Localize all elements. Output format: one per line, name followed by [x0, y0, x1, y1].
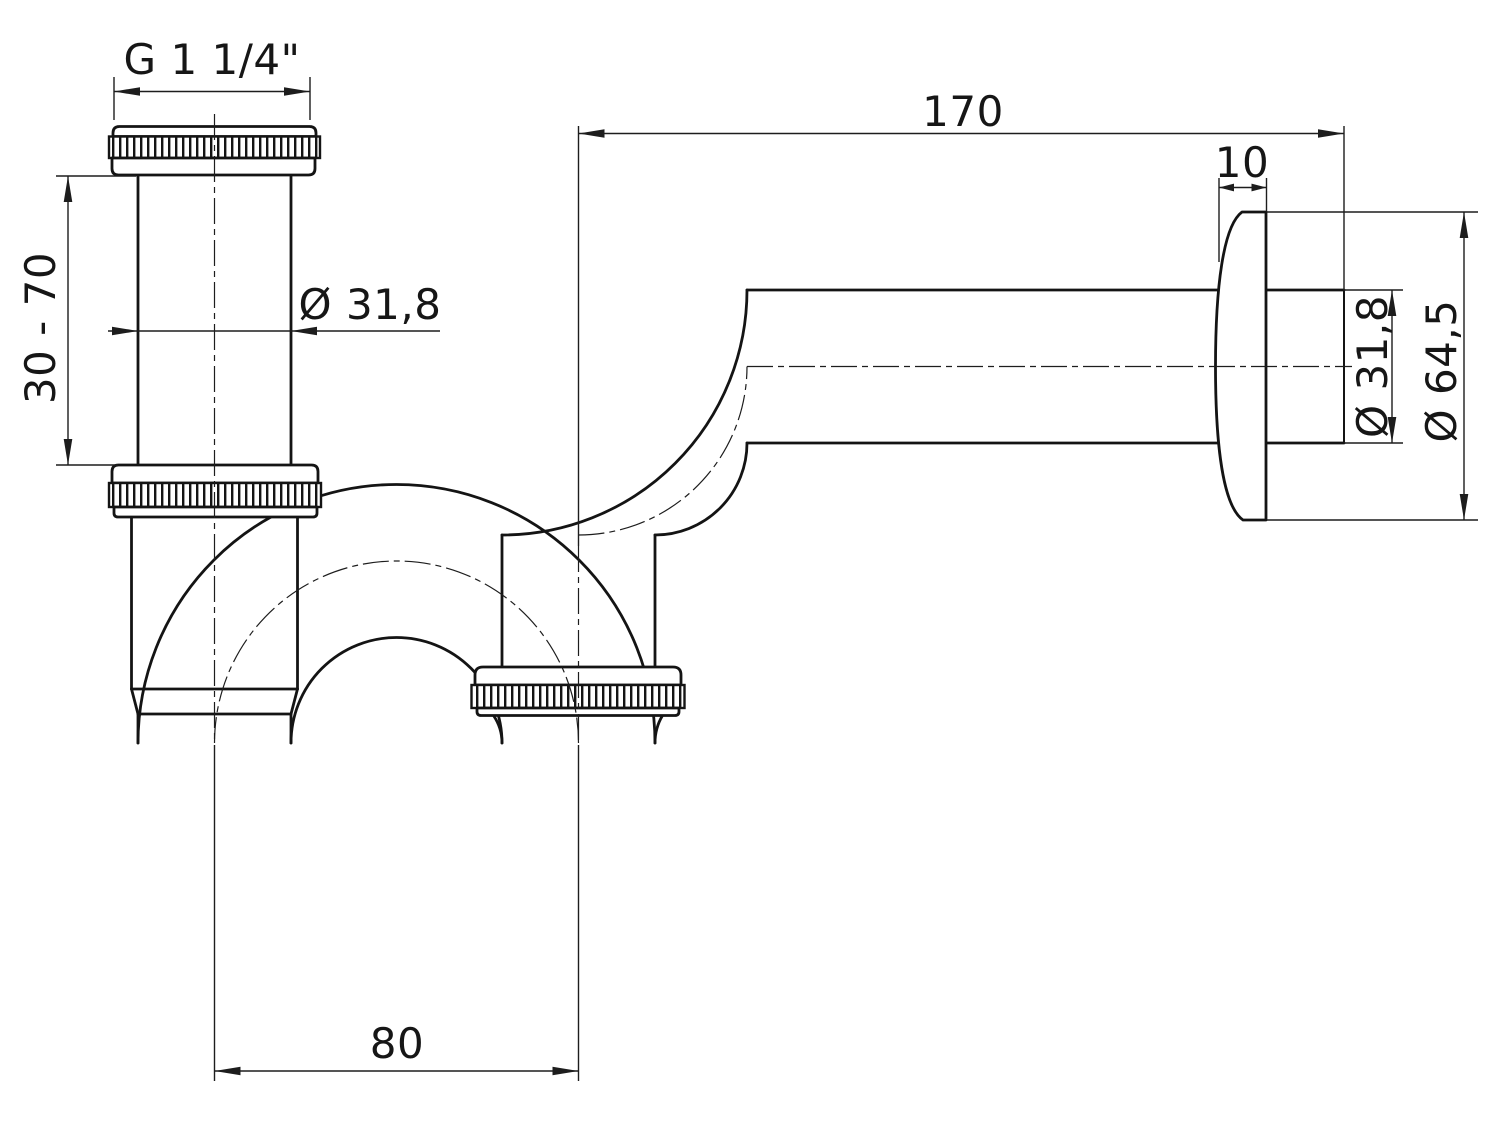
dimension-thread-size: G 1 1/4": [113, 35, 311, 120]
dim-arrow-right: [1318, 129, 1344, 138]
nut-bottom-cap: [475, 706, 681, 717]
elbow-inner-arc: [653, 441, 749, 537]
dim-arrow-left: [214, 1066, 241, 1076]
dim-arrow-down: [63, 439, 73, 465]
dimension-inlet-diameter: Ø 31,8: [108, 280, 442, 336]
dimension-wall-tube-diameter: Ø 31,8: [1344, 289, 1403, 444]
thread-size-label: G 1 1/4": [124, 35, 301, 84]
nut-bottom-cap: [112, 505, 319, 519]
trap-body-taper-right: [289, 687, 299, 716]
inlet-height-range-label: 30 - 70: [16, 252, 65, 404]
dimension-inlet-height-range: 30 - 70: [16, 175, 136, 466]
part-outline: [130, 173, 1346, 745]
flange-thickness-label: 10: [1215, 138, 1269, 187]
nut-bottom-cap: [110, 156, 317, 177]
dim-arrow-up: [1387, 290, 1397, 316]
dimension-flange-thickness: 10: [1215, 138, 1269, 262]
u-bend-right-leg-neck-outer: [653, 714, 664, 745]
dim-arrow-left: [1219, 183, 1234, 192]
u-bend-right-leg-neck-inner: [492, 714, 504, 745]
elbow-outer-arc: [500, 288, 749, 537]
dimension-flange-diameter: Ø 64,5: [1267, 211, 1478, 521]
dim-arrow-right: [552, 1066, 579, 1076]
dim-arrow-right: [291, 326, 317, 336]
dim-arrow-left: [112, 326, 138, 336]
flange-diameter-label: Ø 64,5: [1417, 300, 1466, 443]
wall-tube-length-label: 170: [922, 87, 1004, 136]
dim-arrow-right: [1251, 183, 1267, 192]
trap-body-taper-left: [130, 687, 140, 716]
inlet-diameter-label: Ø 31,8: [299, 280, 442, 329]
dim-arrow-down: [1387, 417, 1397, 443]
elbow-centerline-arc: [578, 366, 748, 536]
u-bend-outer-arc: [136, 483, 657, 745]
centerlines: [213, 114, 1352, 744]
dimension-trap-bend-width: 80: [213, 745, 580, 1081]
dim-arrow-up: [1459, 212, 1469, 238]
union-nut-top: [107, 125, 322, 177]
dimension-wall-tube-length: 170: [577, 87, 1345, 546]
dim-arrow-right: [284, 87, 310, 96]
u-bend-centerline-arc: [213, 560, 580, 744]
dim-arrow-left: [114, 87, 140, 96]
dim-arrow-up: [63, 176, 73, 202]
trap-bend-width-label: 80: [370, 1019, 424, 1068]
dim-arrow-left: [578, 129, 605, 138]
wall-tube-diameter-label: Ø 31,8: [1348, 295, 1397, 438]
dim-arrow-down: [1459, 494, 1469, 520]
